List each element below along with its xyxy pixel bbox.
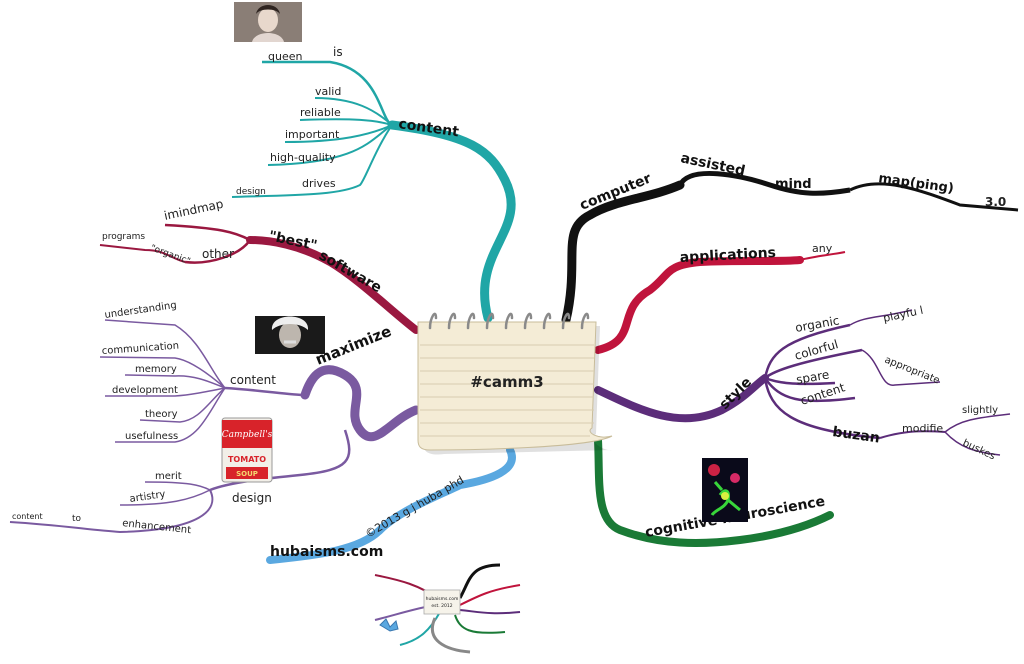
content-child-queen: queen bbox=[268, 50, 302, 63]
style-child-modifie: modifie bbox=[902, 422, 943, 435]
computer-child-mapping: map(ping) bbox=[877, 171, 954, 196]
central-notepad[interactable]: #camm3 bbox=[417, 312, 613, 455]
maximize-content-child-understanding: understanding bbox=[104, 300, 178, 321]
branch-software[interactable] bbox=[99, 223, 420, 334]
maximize-design-child-content: content bbox=[12, 512, 43, 521]
style-child-buzan: buzan bbox=[831, 424, 880, 446]
maximize-design-child-enhancement: enhancement bbox=[122, 518, 192, 536]
maximize-design-label: design bbox=[232, 491, 272, 505]
maximize-content-child-development: development bbox=[112, 385, 178, 396]
style-child-spare: spare bbox=[795, 367, 830, 387]
maximize-content-child-communication: communication bbox=[101, 341, 179, 357]
content-child-design: design bbox=[236, 187, 266, 197]
maximize-content-child-memory: memory bbox=[135, 364, 177, 375]
soup-can-image: Campbell's TOMATO SOUP bbox=[221, 417, 273, 483]
hubaisms-sub: ©2013 g j huba phd bbox=[363, 474, 466, 541]
content-child-important: important bbox=[285, 128, 340, 141]
software-label: software bbox=[316, 248, 384, 297]
notepad-rings bbox=[428, 312, 590, 330]
center-label: #camm3 bbox=[470, 373, 543, 391]
queen-photo bbox=[234, 2, 302, 42]
software-child-other: other bbox=[202, 247, 234, 261]
branch-applications[interactable] bbox=[594, 251, 846, 354]
neuron-image bbox=[702, 458, 748, 522]
style-child-buskes: buskes bbox=[961, 438, 997, 463]
computer-child-mind: mind bbox=[775, 177, 812, 192]
maximize-content-child-usefulness: usefulness bbox=[125, 431, 178, 442]
software-child-organic: "organic" bbox=[149, 243, 192, 267]
style-child-playful: playfu l bbox=[882, 304, 925, 325]
software-child-programs: programs bbox=[102, 232, 145, 242]
software-child-imindmap: imindmap bbox=[163, 197, 225, 223]
style-child-organic: organic bbox=[794, 313, 840, 335]
content-child-drives: drives bbox=[302, 177, 336, 190]
content-label: content bbox=[397, 116, 460, 140]
hubaisms-label: hubaisms.com bbox=[270, 544, 383, 560]
style-child-slightly: slightly bbox=[962, 405, 998, 416]
content-child-reliable: reliable bbox=[300, 106, 341, 119]
maximize-content-child-theory: theory bbox=[145, 409, 178, 420]
branch-content[interactable] bbox=[231, 60, 516, 323]
maximize-design-child-artistry: artistry bbox=[129, 489, 166, 505]
maximize-design-child-to: to bbox=[72, 514, 82, 524]
computer-child-3-0: 3.0 bbox=[985, 195, 1006, 209]
branch-hubaisms[interactable] bbox=[266, 446, 516, 564]
mini-center-line1: hubaisms.com bbox=[426, 596, 459, 602]
applications-child-any: any bbox=[812, 242, 833, 255]
branch-maximize[interactable] bbox=[9, 319, 421, 534]
can-brand-text: Campbell's bbox=[222, 430, 273, 440]
can-line1-text: TOMATO bbox=[228, 455, 266, 464]
can-line2-text: SOUP bbox=[236, 470, 258, 478]
einstein-photo bbox=[255, 316, 325, 354]
branch-computer[interactable] bbox=[561, 171, 1019, 325]
mini-map-thumbnail: hubaisms.com est. 2012 bbox=[374, 563, 521, 654]
content-child-high-quality: high-quality bbox=[270, 151, 336, 164]
branch-cognitive[interactable] bbox=[594, 436, 834, 547]
branch-style[interactable] bbox=[594, 309, 1011, 456]
maximize-design-child-merit: merit bbox=[155, 471, 182, 482]
content-child-valid: valid bbox=[315, 85, 341, 98]
maximize-content-label: content bbox=[230, 373, 276, 387]
applications-label: applications bbox=[679, 245, 776, 266]
style-child-appropriate: appropriate bbox=[883, 355, 941, 387]
content-child-is: is bbox=[333, 45, 343, 59]
mini-center-line2: est. 2012 bbox=[431, 603, 452, 609]
